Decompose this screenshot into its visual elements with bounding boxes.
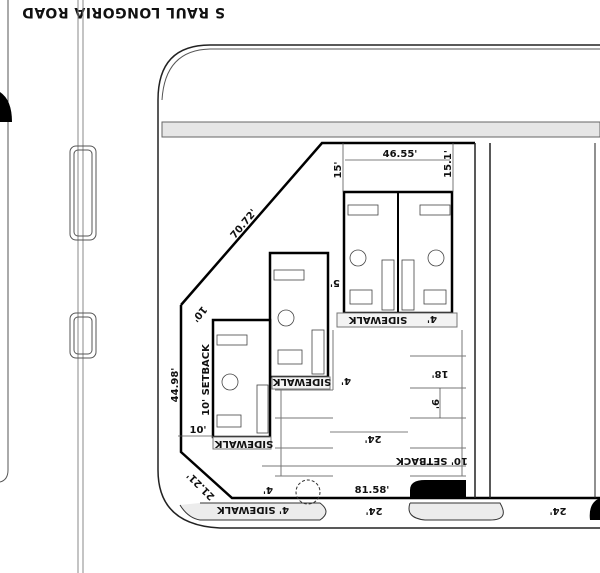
left-curb — [0, 0, 9, 483]
road-median-inner — [73, 316, 93, 355]
road-median — [69, 145, 97, 241]
sidewalk-mid — [271, 376, 331, 390]
road-median — [69, 312, 97, 359]
road-median-inner — [73, 149, 93, 237]
dim-bottom-setback: 10' SETBACK — [395, 455, 468, 466]
dim-left-setback: 10' SETBACK — [201, 343, 212, 416]
dimension-lines — [178, 143, 454, 437]
road-name: S RAUL LONGORIA ROAD — [22, 4, 225, 20]
dim-top-setback-right: 15.1' — [443, 150, 454, 178]
dim-sidewalk-lower: 4' — [263, 484, 273, 495]
sidewalk-street-label: 4' SIDEWALK — [216, 504, 289, 515]
landscape-island — [589, 498, 600, 520]
unit-building — [211, 318, 272, 439]
dim-stall-width: 9' — [429, 399, 440, 409]
unit-building — [268, 251, 330, 379]
dim-sidewalk-upper: 4' — [427, 313, 437, 324]
gravel-strip — [161, 121, 600, 138]
dim-diagonal: 70.72' — [229, 208, 260, 242]
dim-aisle-width: 24' — [365, 433, 382, 444]
dim-drive-width-2: 24' — [550, 505, 567, 516]
duplex-building — [342, 190, 454, 315]
street-curb — [157, 44, 600, 529]
street-sidewalk — [179, 502, 327, 521]
sidewalk-lower-label: SIDEWALK — [214, 438, 274, 449]
dim-unit-gap: 5' — [330, 277, 340, 288]
landscape-island — [410, 480, 466, 498]
dim-left-side: 44.98' — [170, 368, 181, 403]
dim-stall-depth: 18' — [432, 368, 449, 379]
dim-frontage: 81.58' — [355, 485, 390, 496]
sidewalk-mid-label: SIDEWALK — [272, 376, 332, 387]
tree-icon — [295, 479, 321, 505]
sidewalk-upper-label: SIDEWALK — [348, 314, 408, 325]
dim-drive-width-1: 24' — [366, 505, 383, 516]
street-curb-inner — [161, 48, 600, 101]
sidewalk-lower — [212, 436, 272, 450]
dim-top-setback-left: 15' — [333, 162, 344, 179]
dim-top-width: 46.55' — [383, 149, 418, 160]
parking-stalls — [262, 330, 466, 477]
left-curb-island — [0, 92, 12, 122]
dim-corner-bottom: 21.21' — [185, 470, 217, 502]
sidewalk-upper — [336, 312, 458, 328]
landscape-strip — [408, 502, 504, 521]
dim-sidewalk-mid: 4' — [341, 375, 351, 386]
dim-corner-setback: 10' — [189, 304, 208, 324]
dim-left-offset: 10' — [190, 425, 207, 436]
